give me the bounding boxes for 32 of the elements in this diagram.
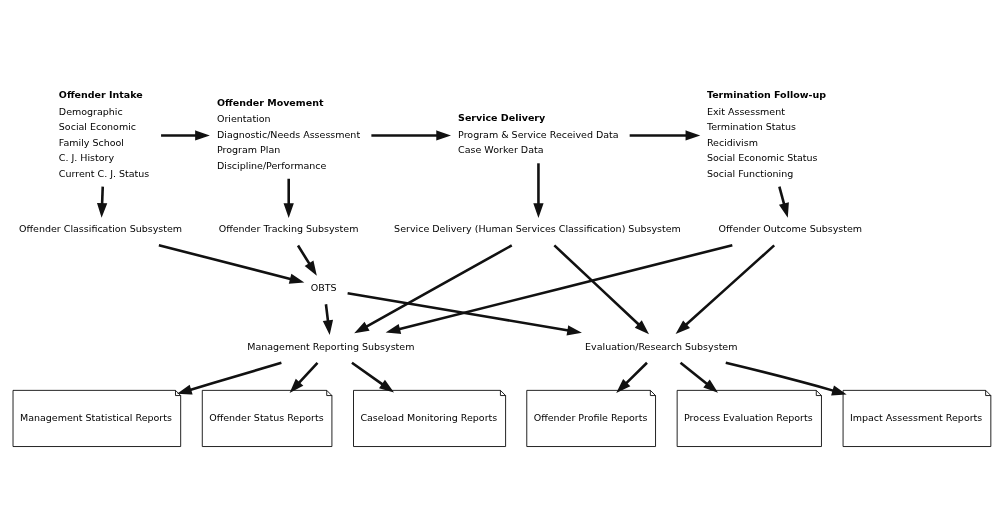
- node-text: Evaluation/Research Subsystem: [585, 340, 738, 352]
- node-text: Offender Outcome Subsystem: [718, 223, 863, 235]
- node-text: Offender Movement Orientation Diagnostic/Needs Assessment Program Plan Discipline/Performance: [216, 96, 361, 171]
- arrow: [177, 361, 282, 395]
- node-text: Management Reporting Subsystem: [247, 340, 415, 352]
- arrow: [97, 186, 108, 218]
- arrow: [283, 178, 294, 218]
- node-text: Service Delivery Program & Service Received Data Case Worker Data: [458, 112, 619, 156]
- arrow: [354, 244, 513, 334]
- node-text: Offender Tracking Subsystem: [218, 223, 359, 235]
- arrow: [296, 244, 317, 276]
- arrow: [385, 243, 733, 334]
- node-text: Offender Classification Subsystem: [19, 223, 183, 235]
- node-text: Termination Follow-up Exit Assessment Termination Status Recidivism Social Economic Status Social Functioning: [706, 89, 826, 179]
- node-text: OBTS: [310, 281, 337, 293]
- arrow: [161, 130, 210, 141]
- arrow: [289, 361, 319, 394]
- arrow: [629, 130, 701, 141]
- arrow: [675, 244, 776, 335]
- arrow: [616, 361, 648, 393]
- arrow: [553, 244, 650, 335]
- arrow: [533, 163, 544, 218]
- arrow: [322, 304, 334, 336]
- arrow: [371, 130, 451, 141]
- node-text: Service Delivery (Human Services Classification) Subsystem: [394, 223, 681, 235]
- node-text: Offender Intake Demographic Social Economic Family School C. J. History Current C. J. Status: [58, 89, 150, 179]
- arrow: [725, 361, 847, 396]
- arrow: [351, 361, 394, 393]
- arrow: [778, 186, 789, 218]
- arrow: [347, 291, 582, 336]
- arrow: [679, 361, 719, 393]
- arrow: [158, 244, 305, 284]
